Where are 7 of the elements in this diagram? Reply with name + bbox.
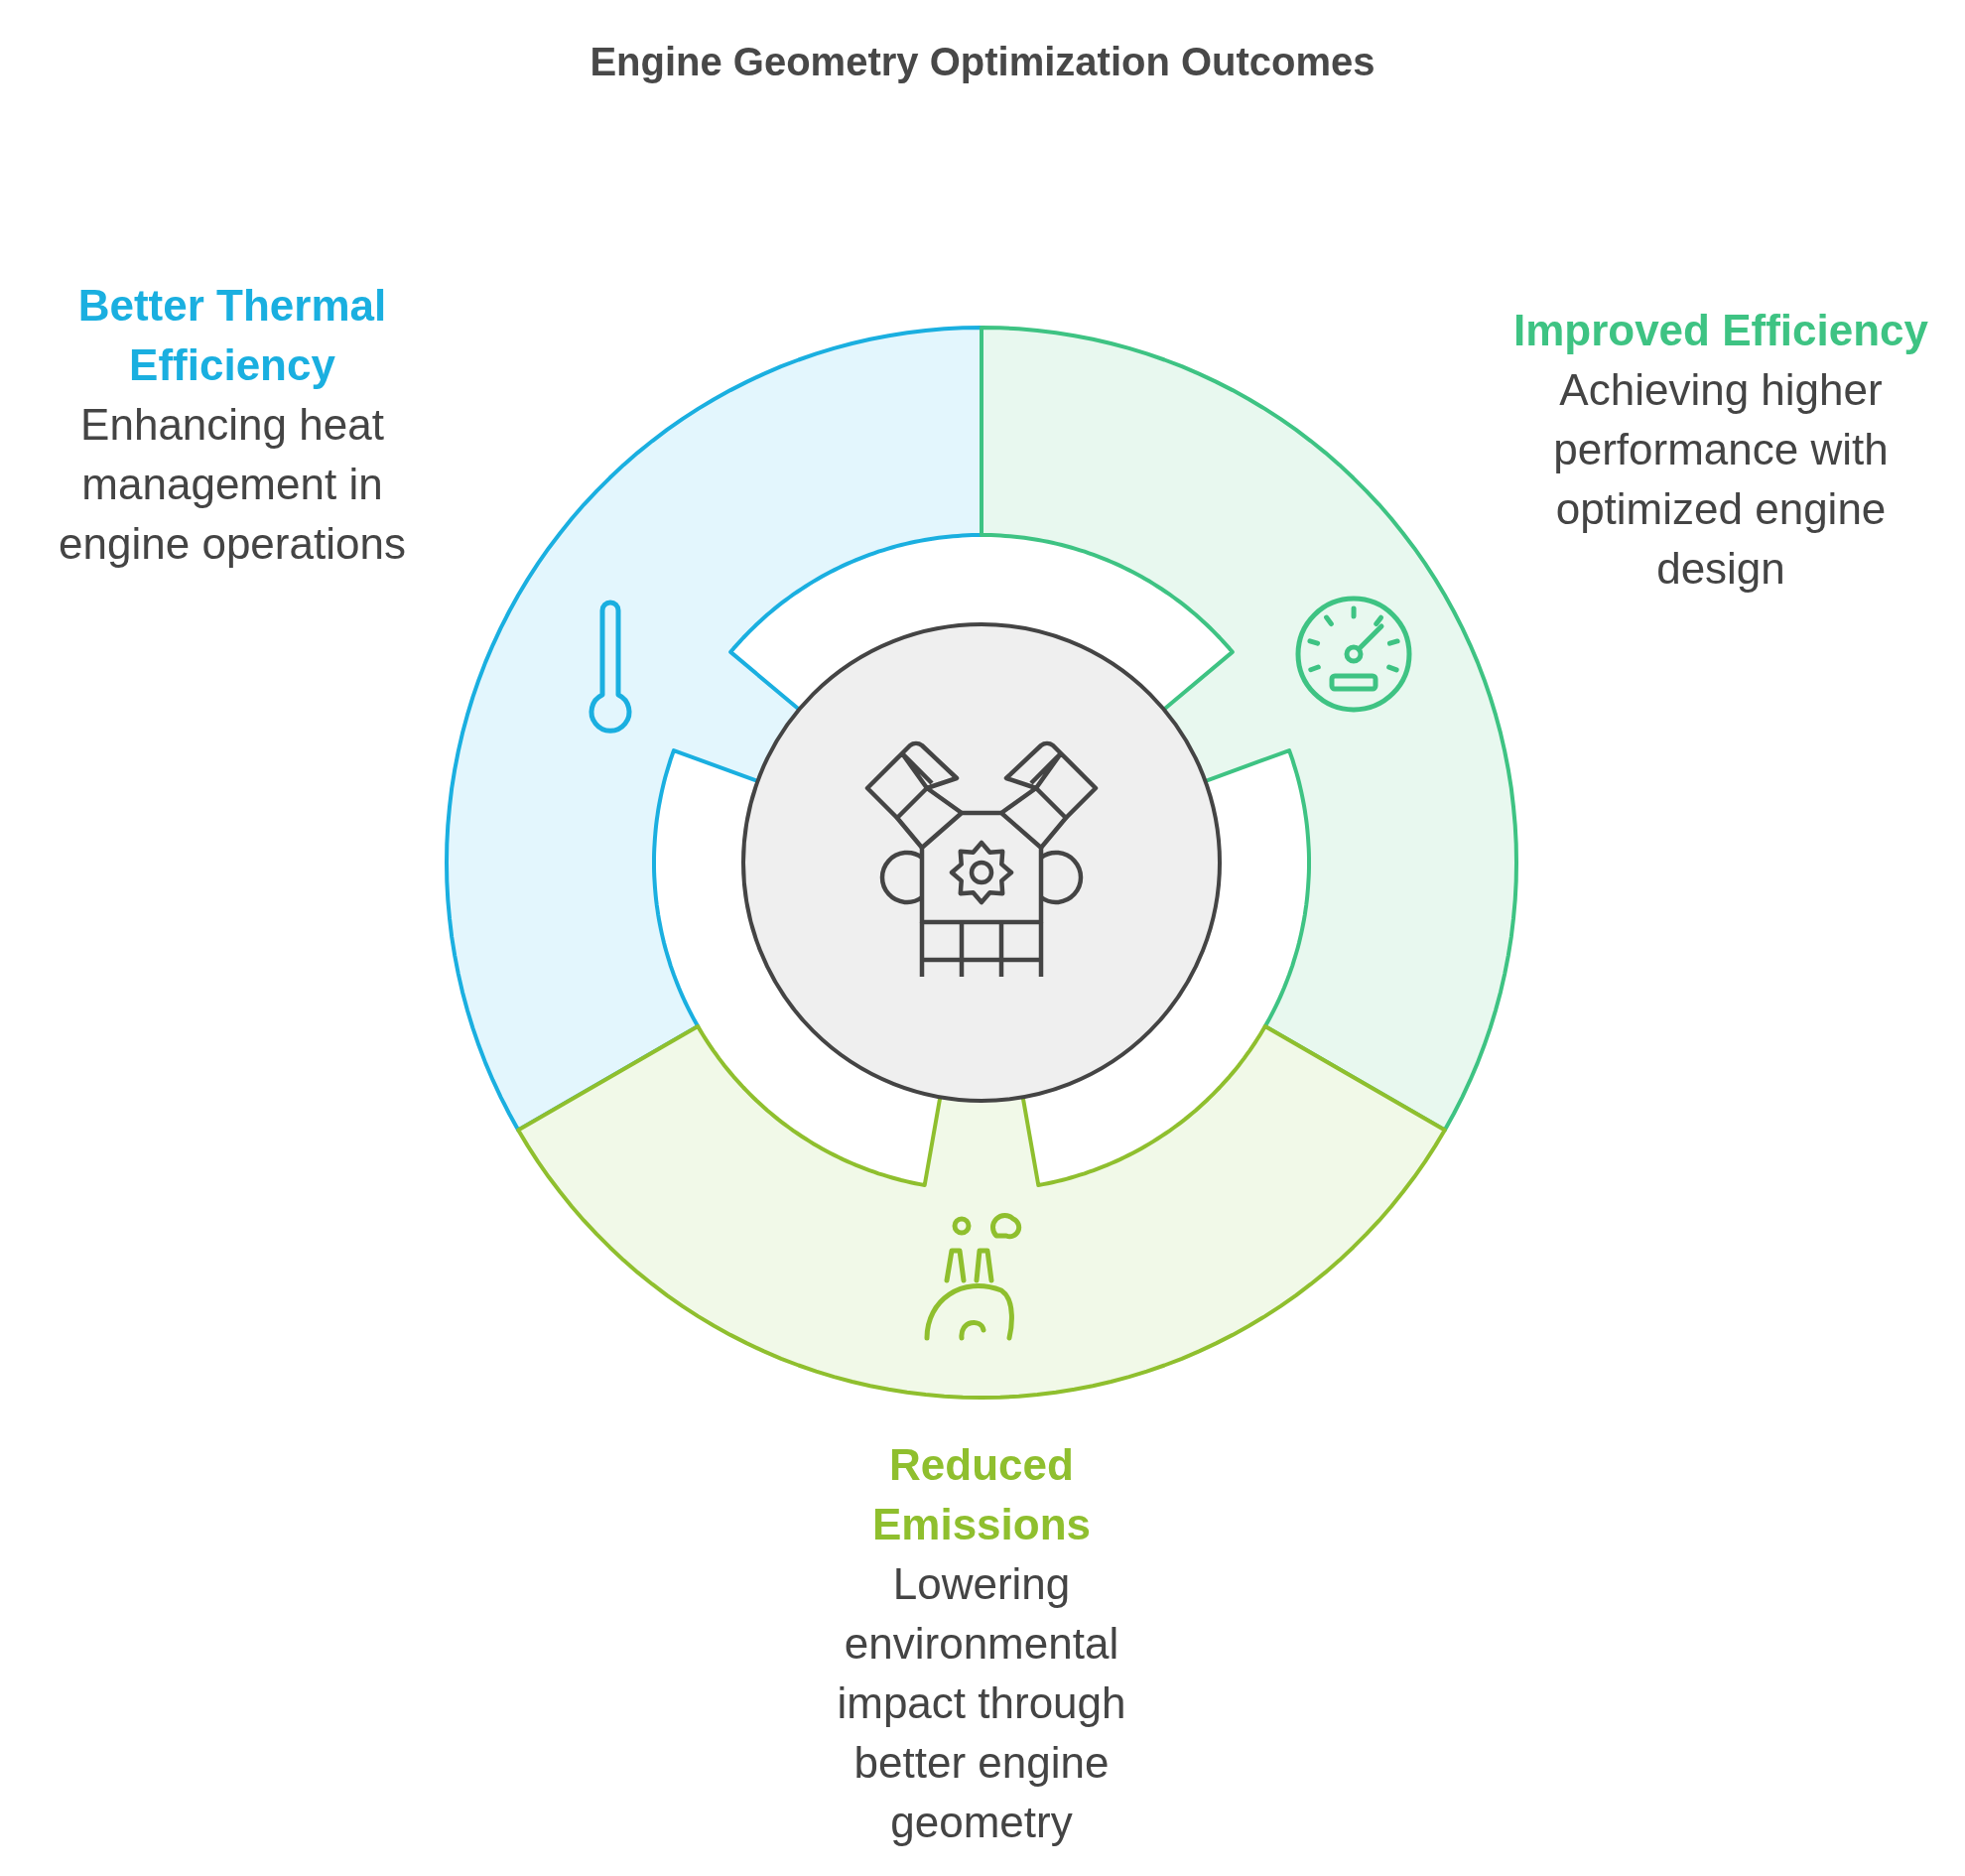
segment-heading: Improved Efficiency xyxy=(1512,305,1929,356)
segment-heading: Better Thermal Efficiency xyxy=(76,280,388,391)
segment-heading: Reduced Emissions xyxy=(870,1439,1093,1550)
segment-description: Enhancing heat management in engine operations xyxy=(58,399,407,570)
segment-description: Lowering environmental impact through better engine geometry xyxy=(836,1558,1127,1848)
title: Engine Geometry Optimization Outcomes xyxy=(589,40,1376,84)
segment-description: Achieving higher performance with optimized engine design xyxy=(1552,364,1890,595)
